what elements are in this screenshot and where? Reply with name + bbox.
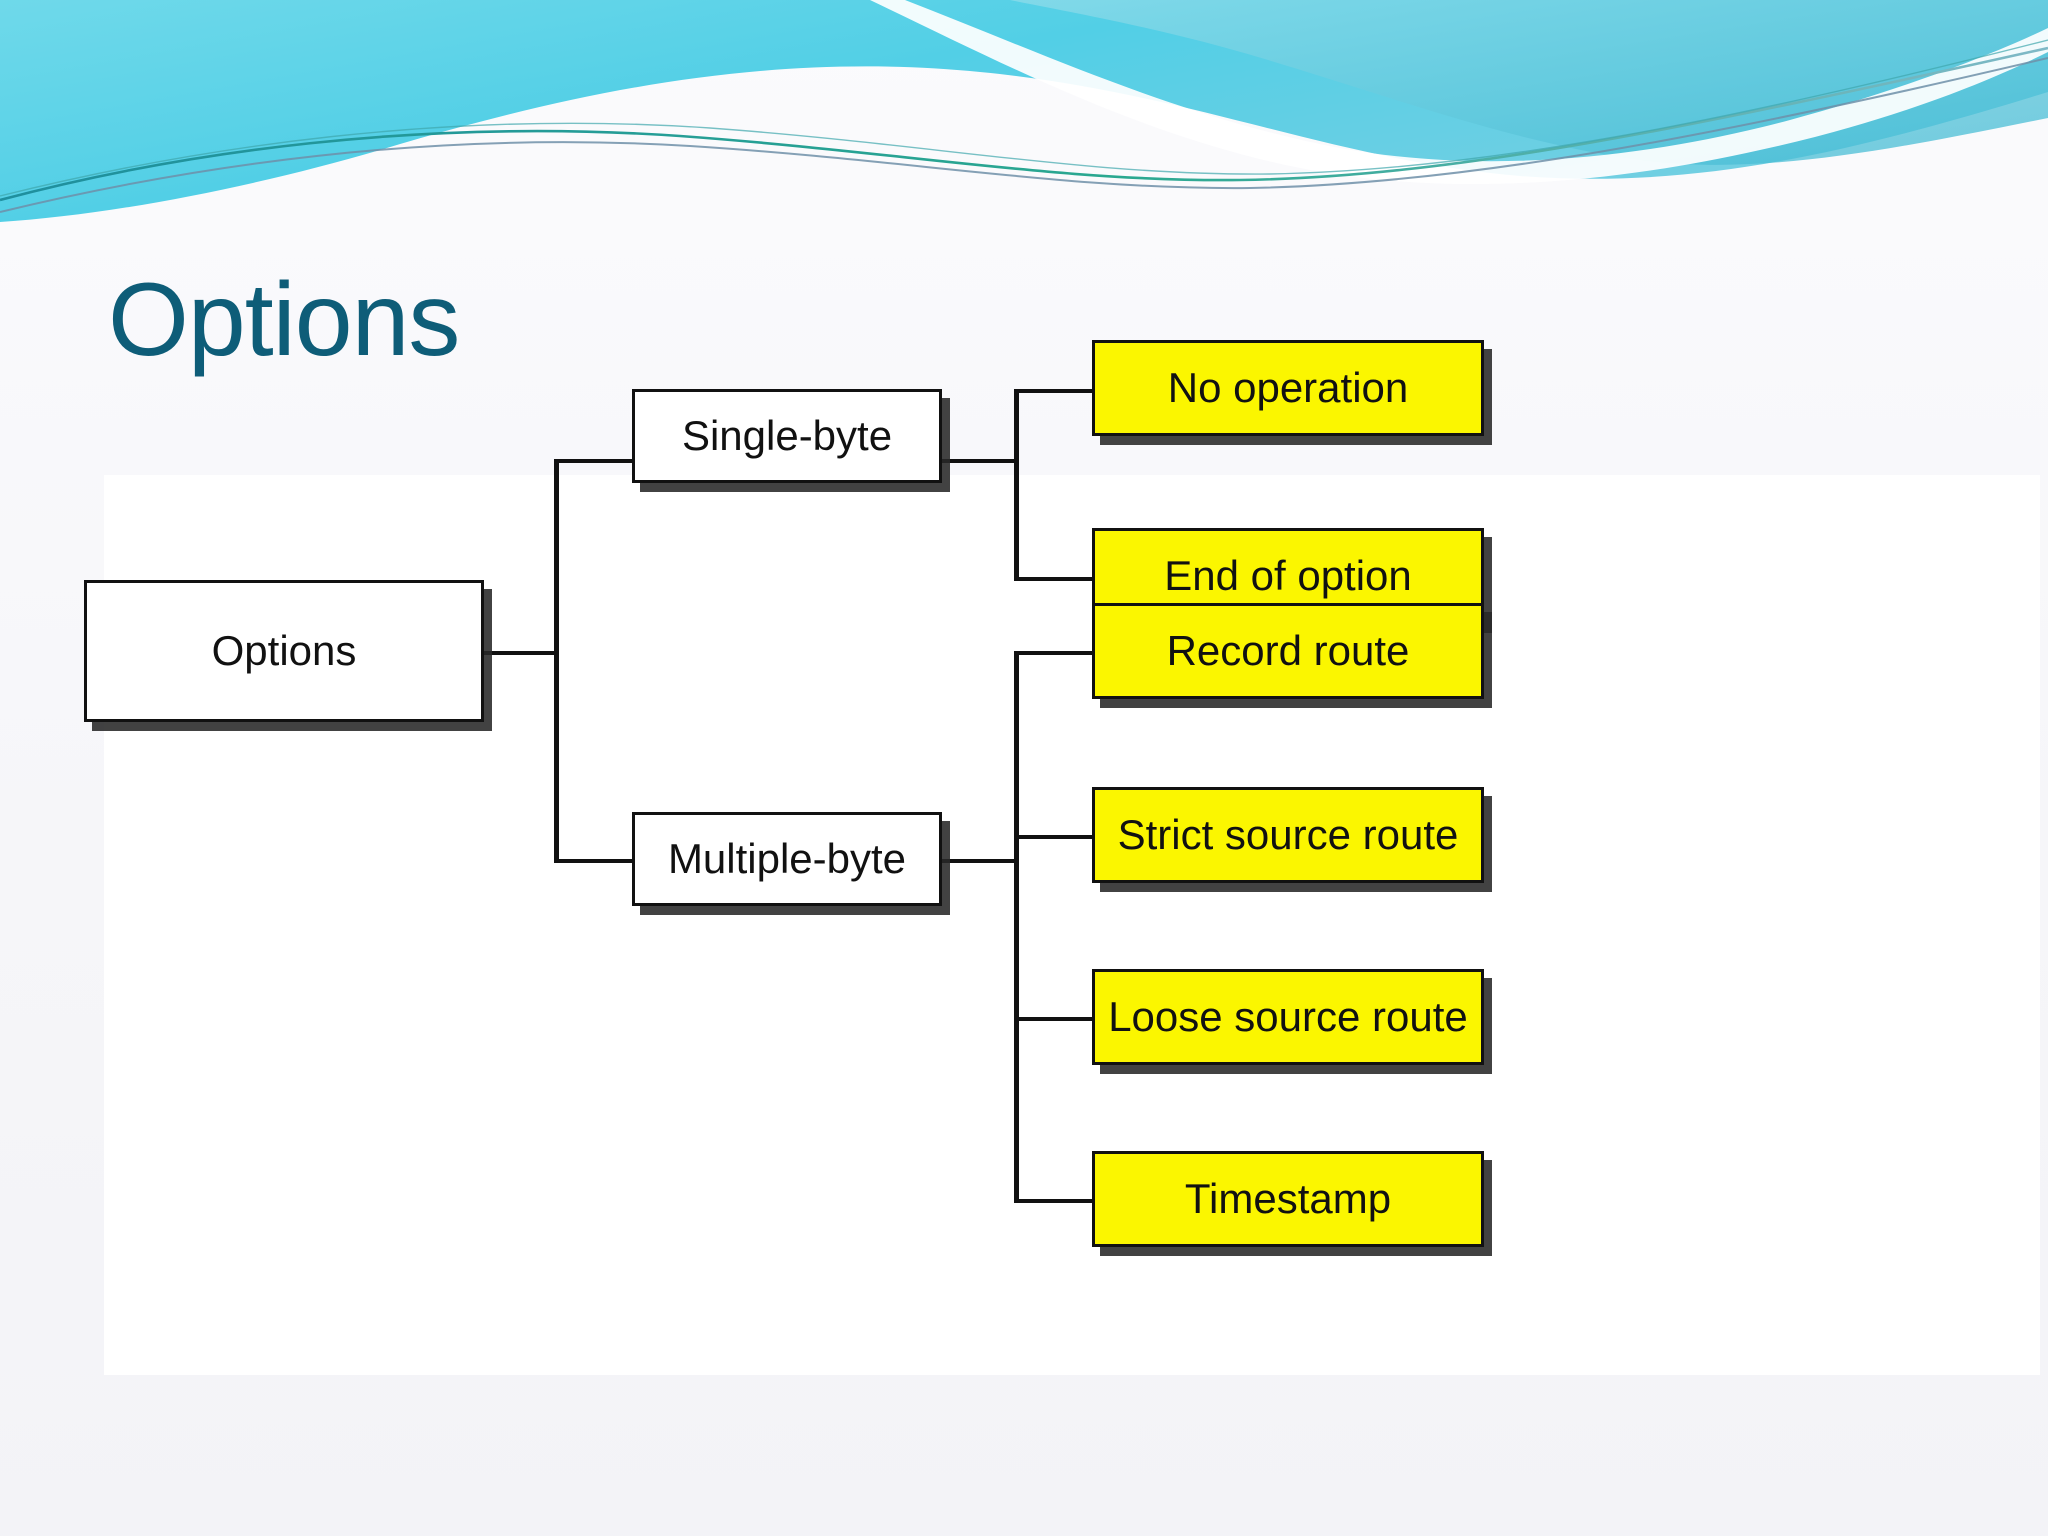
connector-single-byte-subtrunk <box>1014 391 1019 581</box>
node-strict-source-route[interactable]: Strict source route <box>1092 787 1484 883</box>
connector-to-no-operation <box>1014 389 1096 393</box>
wave-line-1 <box>0 46 2048 202</box>
node-timestamp[interactable]: Timestamp <box>1092 1151 1484 1247</box>
node-label: Timestamp <box>1184 1175 1392 1222</box>
node-label: Strict source route <box>1117 811 1459 858</box>
node-multiple-byte[interactable]: Multiple-byte <box>632 812 942 906</box>
wave-main-cyan <box>0 0 2048 222</box>
wave-line-2 <box>0 57 2048 213</box>
content-panel: Options Single-byte Multiple-byte No ope… <box>84 340 2040 1375</box>
connector-trunk-to-single-byte <box>554 459 636 463</box>
connector-multiple-byte-stub <box>938 859 1018 863</box>
page-title: Options <box>108 262 460 378</box>
connector-to-loose-source-route <box>1014 1017 1096 1021</box>
connector-to-end-of-option <box>1014 577 1096 581</box>
wave-white-crescent <box>870 0 2048 185</box>
node-no-operation[interactable]: No operation <box>1092 340 1484 436</box>
node-loose-source-route[interactable]: Loose source route <box>1092 969 1484 1065</box>
connector-trunk-to-multiple-byte <box>554 859 636 863</box>
node-options-root[interactable]: Options <box>84 580 484 722</box>
node-label: Loose source route <box>1108 993 1468 1040</box>
node-record-route[interactable]: Record route <box>1092 603 1484 699</box>
wave-secondary-cyan <box>1010 0 2048 165</box>
connector-single-byte-stub <box>938 459 1018 463</box>
wave-line-3 <box>0 39 2048 197</box>
node-label: No operation <box>1167 364 1409 411</box>
options-tree-diagram: Options Single-byte Multiple-byte No ope… <box>84 340 2040 1375</box>
node-label: Single-byte <box>681 412 893 459</box>
header-wave-decoration <box>0 0 2048 230</box>
connector-root-to-trunk <box>482 651 558 655</box>
node-label: Multiple-byte <box>667 835 907 882</box>
connector-to-timestamp <box>1014 1199 1096 1203</box>
node-label: Options <box>211 627 357 674</box>
wave-svg <box>0 0 2048 222</box>
node-label: End of option <box>1164 552 1412 599</box>
connector-to-record-route <box>1014 651 1096 655</box>
connector-multiple-byte-subtrunk <box>1014 653 1019 1203</box>
connector-to-strict-source-route <box>1014 835 1096 839</box>
node-label: Record route <box>1166 627 1410 674</box>
node-single-byte[interactable]: Single-byte <box>632 389 942 483</box>
connector-main-trunk <box>554 461 559 861</box>
